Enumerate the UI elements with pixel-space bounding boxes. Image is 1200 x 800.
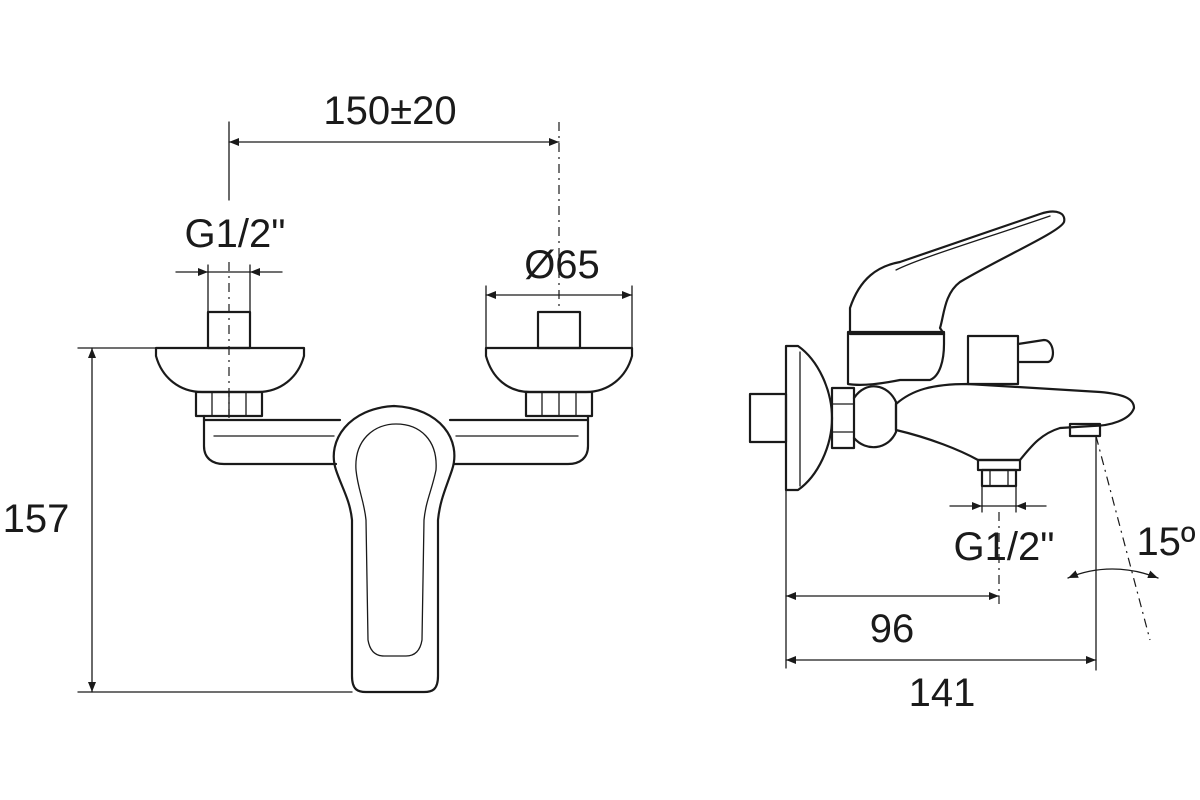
lever-inner-outline <box>355 423 437 657</box>
left-flange <box>154 346 306 394</box>
spout-angle-label: 15º <box>1136 520 1195 564</box>
height-label: 157 <box>3 497 70 541</box>
side-lever-handle <box>848 210 1066 336</box>
right-inlet-stub <box>536 310 582 350</box>
side-view <box>748 210 1136 492</box>
side-nut <box>830 386 856 450</box>
mixer-body-bar <box>202 414 590 466</box>
flange-diameter-label: Ø65 <box>524 243 600 287</box>
side-diverter-pull <box>1016 338 1054 364</box>
side-wall-flange <box>784 344 834 492</box>
side-dimensions: G1/2" 15º 96 141 <box>785 435 1196 715</box>
side-body-spout <box>894 382 1136 462</box>
side-wall-connector <box>748 392 788 444</box>
right-flange <box>484 346 634 394</box>
front-dimensions: 150±20 G1/2" Ø65 157 <box>3 89 633 693</box>
lever-body <box>332 404 456 694</box>
left-inlet <box>154 310 306 418</box>
total-depth-label: 141 <box>909 671 976 715</box>
side-aerator <box>1068 422 1102 438</box>
side-elbow <box>852 385 898 449</box>
spout-angle-arc <box>1067 568 1159 579</box>
side-thread-label: G1/2" <box>954 525 1055 569</box>
right-inlet <box>484 310 634 418</box>
front-view <box>154 262 634 694</box>
side-cartridge-housing <box>846 330 946 386</box>
outlet-depth-label: 96 <box>870 607 915 651</box>
side-diverter-knob <box>966 334 1020 386</box>
side-bottom-outlet <box>976 458 1022 472</box>
center-distance-label: 150±20 <box>323 89 456 133</box>
front-thread-label: G1/2" <box>185 212 286 256</box>
